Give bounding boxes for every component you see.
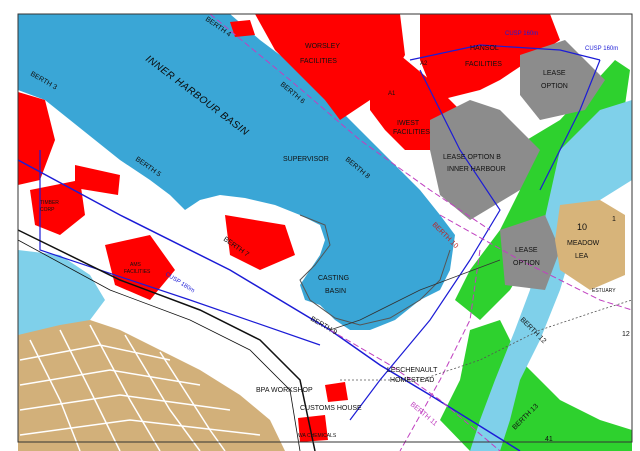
num-41-label: 41 (545, 436, 553, 443)
berth5-block (75, 165, 120, 195)
meadow-label-2: LEA (575, 253, 589, 260)
timber-label-2: CORP (40, 207, 55, 213)
left-edge-facility (18, 92, 55, 185)
hansol-label-2: FACILITIES (465, 61, 502, 68)
a2-label: A2 (420, 61, 428, 67)
lease-top-label-1: LEASE (543, 70, 566, 77)
road-label-2: CUSP 160m (505, 31, 538, 37)
facilities (18, 14, 560, 442)
meadow-label-1: MEADOW (567, 240, 600, 247)
lease-b-label-2: INNER HARBOUR (447, 166, 506, 173)
road-label-3: CUSP 160m (585, 46, 618, 52)
worsley-label-1: WORSLEY (305, 43, 340, 50)
map-frame (17, 13, 633, 443)
timber-corp (30, 180, 85, 235)
iwest-label-1: IWEST (397, 120, 420, 127)
residential-area (18, 320, 285, 451)
lease-option-b (430, 100, 540, 220)
bpa-workshop-label: BPA WORKSHOP (256, 387, 313, 394)
supervisor-label: SUPERVISOR (283, 156, 329, 163)
casting-basin-outline (299, 214, 451, 326)
hansol-label-1: HANSOL (470, 45, 499, 52)
timber-label-1: TIMBER (40, 200, 59, 206)
casting-label-1: CASTING (318, 275, 349, 282)
num-1-label: 1 (612, 216, 616, 223)
residential-grid (19, 324, 261, 451)
iwest-label-2: FACILITIES (393, 129, 430, 136)
lease-option-right (500, 215, 560, 290)
ams-label-1: AMS (130, 262, 142, 268)
casting-label-2: BASIN (325, 288, 346, 295)
left-water (18, 250, 105, 335)
lease-right-label-1: LEASE (515, 247, 538, 254)
customs-block (325, 382, 348, 402)
wa-chemicals-label: WA CHEMICALS (298, 433, 337, 439)
ams-facilities (105, 235, 175, 300)
leschenault-label-2: HOMESTEAD (390, 377, 434, 384)
inner-harbour-basin (18, 14, 455, 330)
estuary-label: ESTUARY (592, 288, 616, 294)
lease-b-label-1: LEASE OPTION B (443, 154, 501, 161)
worsley-facilities (255, 14, 405, 120)
num-12-label: 12 (622, 331, 630, 338)
customs-house-label: CUSTOMS HOUSE (300, 405, 362, 412)
ams-label-2: FACILITIES (124, 269, 151, 275)
lease-top-label-2: OPTION (541, 83, 568, 90)
road-network (17, 13, 633, 451)
a1-label: A1 (388, 91, 396, 97)
south-block (298, 415, 328, 442)
leschenault-label-1: LESCHENAULT (387, 367, 438, 374)
meadow-num-label: 10 (577, 222, 587, 232)
berth4-block (230, 20, 255, 37)
hansol-facilities (420, 14, 560, 100)
berth7-block (225, 215, 295, 270)
lease-right-label-2: OPTION (513, 260, 540, 267)
meadow-lea (555, 200, 625, 290)
worsley-label-2: FACILITIES (300, 58, 337, 65)
